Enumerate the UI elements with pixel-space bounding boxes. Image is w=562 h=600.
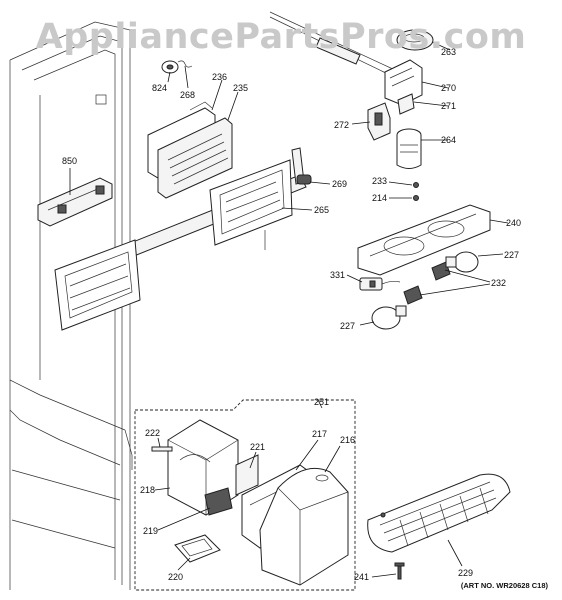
label-331: 331 — [330, 270, 345, 280]
part-240 — [357, 204, 491, 276]
label-241: 241 — [354, 572, 369, 582]
label-240: 240 — [506, 218, 521, 228]
label-222: 222 — [145, 428, 160, 438]
part-221 — [235, 454, 259, 496]
part-220 — [174, 534, 221, 563]
label-268: 268 — [180, 90, 195, 100]
label-270: 270 — [441, 83, 456, 93]
part-232 — [403, 261, 451, 305]
label-232: 232 — [491, 278, 506, 288]
label-219: 219 — [143, 526, 158, 536]
part-229 — [367, 473, 511, 553]
part-236-235 — [147, 101, 233, 199]
part-263-tube — [269, 11, 434, 77]
part-241 — [394, 562, 405, 580]
label-227-lower: 227 — [340, 321, 355, 331]
label-227-upper: 227 — [504, 250, 519, 260]
label-236: 236 — [212, 72, 227, 82]
part-264 — [396, 128, 422, 169]
cabinet-outline — [9, 21, 133, 590]
label-221: 221 — [250, 442, 265, 452]
part-219 — [204, 487, 233, 516]
label-269: 269 — [332, 179, 347, 189]
part-824-268 — [161, 60, 193, 74]
label-265: 265 — [314, 205, 329, 215]
label-272: 272 — [334, 120, 349, 130]
part-850 — [37, 177, 113, 227]
label-220: 220 — [168, 572, 183, 582]
label-233: 233 — [372, 176, 387, 186]
label-271: 271 — [441, 101, 456, 111]
part-233-214 — [413, 182, 419, 201]
watermark-text: AppliancePartsPros.com — [36, 17, 527, 57]
label-218: 218 — [140, 485, 155, 495]
part-265-tube — [54, 147, 312, 331]
label-235: 235 — [233, 83, 248, 93]
group-251-box — [134, 399, 356, 591]
label-216: 216 — [340, 435, 355, 445]
label-264: 264 — [441, 135, 456, 145]
leader-lines — [69, 41, 509, 578]
part-labels: 263 270 271 272 264 233 214 240 227 331 … — [62, 47, 521, 582]
label-229: 229 — [458, 568, 473, 578]
part-331 — [359, 277, 401, 291]
part-216 — [259, 468, 349, 586]
label-824: 824 — [152, 83, 167, 93]
part-270-271 — [384, 59, 423, 115]
part-272 — [367, 102, 391, 141]
part-227-bulbs — [371, 251, 479, 330]
art-number: (ART NO. WR20628 C18) — [461, 581, 549, 590]
label-263: 263 — [441, 47, 456, 57]
label-217: 217 — [312, 429, 327, 439]
label-251: 251 — [314, 397, 329, 407]
label-214: 214 — [372, 193, 387, 203]
label-850: 850 — [62, 156, 77, 166]
